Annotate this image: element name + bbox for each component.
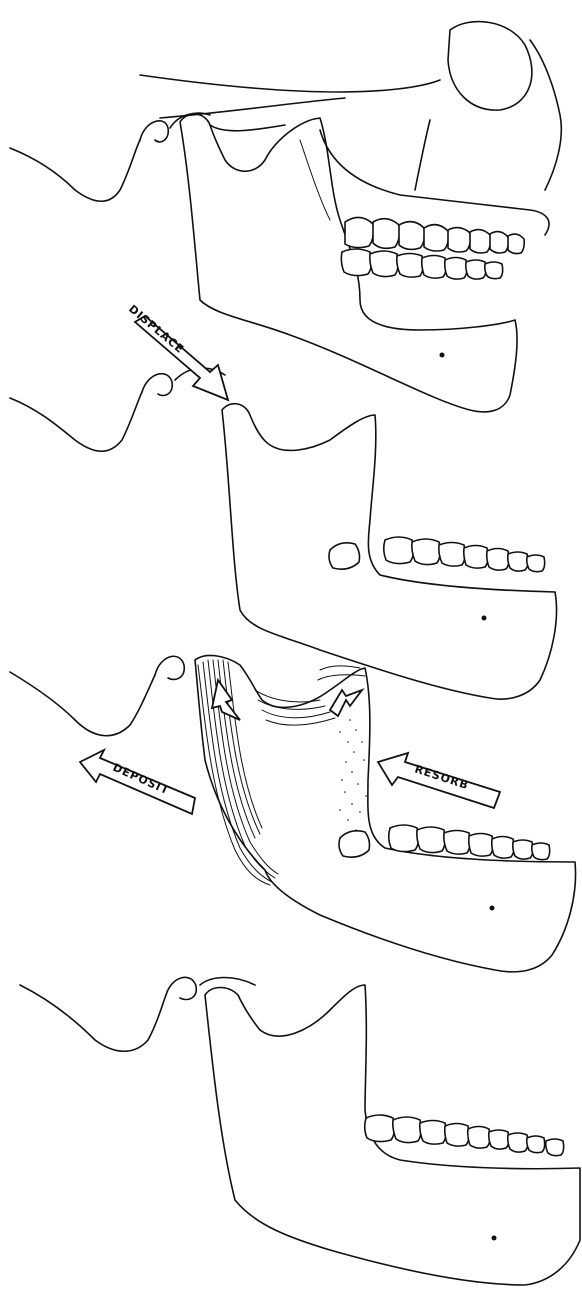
zygomatic-arch	[140, 75, 440, 92]
temporal-bone-3	[10, 672, 155, 736]
panel-3-remodel: DEPOSIT RESORB	[10, 655, 576, 971]
deposit-arrow: DEPOSIT	[80, 750, 195, 814]
panel-2-displace: DISPLACE	[10, 302, 557, 699]
lower-teeth-2	[329, 537, 545, 572]
temporal-bone	[10, 140, 140, 201]
upper-teeth-1	[345, 217, 524, 253]
temporal-bone-4	[20, 985, 166, 1051]
orbit	[448, 22, 532, 111]
coronoid-growth-arrow	[330, 690, 362, 716]
temporal-bone-2	[10, 392, 142, 451]
displace-label: DISPLACE	[126, 302, 187, 356]
mandible-3	[195, 655, 576, 971]
panel-1-skull	[10, 22, 561, 412]
resorption-stipple	[339, 719, 367, 831]
resorb-arrow: RESORB	[378, 753, 500, 808]
mastoid	[140, 121, 168, 142]
displace-arrow: DISPLACE	[126, 302, 228, 400]
lower-teeth-4	[365, 1115, 564, 1156]
panel-4-result	[20, 977, 580, 1285]
